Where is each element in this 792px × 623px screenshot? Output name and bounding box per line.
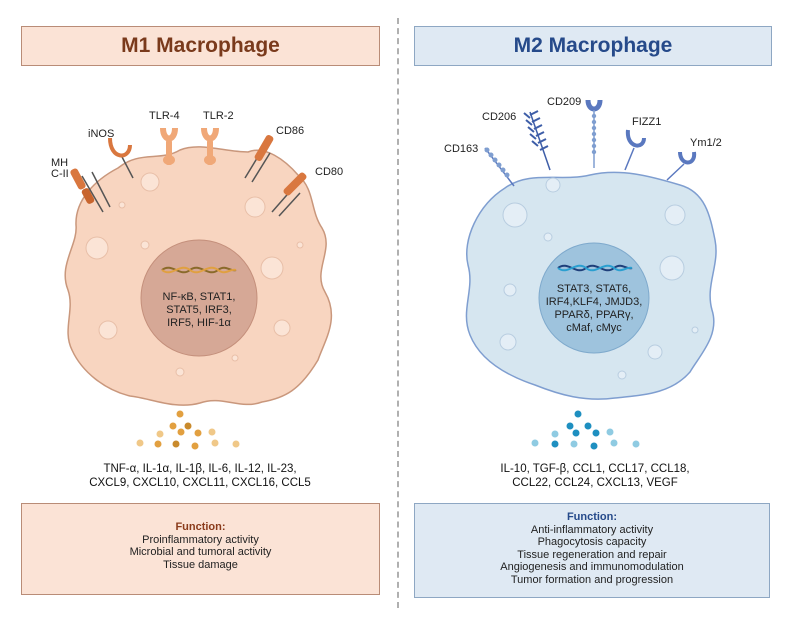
cd209-icon <box>585 99 603 168</box>
fizz1-icon <box>624 129 646 171</box>
m2-nucleus-factors: STAT3, STAT6, IRF4,KLF4, JMJD3, PPARδ, P… <box>539 283 649 335</box>
m1-title: M1 Macrophage <box>21 26 380 66</box>
m1-receptors <box>70 127 307 217</box>
m2-function-title: Function: <box>566 511 618 523</box>
m1-cell <box>64 146 333 406</box>
panel-divider <box>397 18 399 608</box>
cd163-icon <box>484 147 515 187</box>
mhc-ii-label-text: MHC-II <box>51 157 69 180</box>
mhc-ii-icon <box>70 168 111 213</box>
m2-receptors <box>484 99 697 187</box>
m1-function-title: Function: <box>175 521 226 533</box>
cd206-label: CD206 <box>482 111 517 123</box>
m1-cytokine-dots <box>136 410 240 450</box>
inos-label: iNOS <box>88 128 115 140</box>
m2-function-box: Function: Anti-inflammatory activity Pha… <box>414 503 770 598</box>
cd163-label: CD163 <box>444 143 479 155</box>
m1-nucleus-line: NF-κB, STAT1, <box>162 291 236 303</box>
m1-function-box: Function: Proinflammatory activity Micro… <box>21 503 380 595</box>
m2-nucleus-line: IRF4,KLF4, JMJD3, <box>545 296 643 308</box>
cd209-label: CD209 <box>547 96 582 108</box>
m2-cytokine-line: IL-10, TGF-β, CCL1, CCL17, CCL18, <box>500 463 690 475</box>
m1-cytokine-line: TNF-α, IL-1α, IL-1β, IL-6, IL-12, IL-23, <box>103 463 297 475</box>
cd206-icon <box>523 110 551 171</box>
ym1-2-label: Ym1/2 <box>690 137 722 149</box>
m2-function-item: Anti-inflammatory activity <box>530 523 654 536</box>
m2-function-item: Angiogenesis and immunomodulation <box>500 561 684 573</box>
m2-function-item: Phagocytosis capacity <box>537 536 647 548</box>
ym1-2-icon <box>666 151 697 181</box>
m2-title: M2 Macrophage <box>414 26 772 66</box>
m1-cytokine-line: CXCL9, CXCL10, CXCL11, CXCL16, CCL5 <box>89 477 311 489</box>
m2-cytokine-line: CCL22, CCL24, CXCL13, VEGF <box>512 477 678 489</box>
fizz1-label: FIZZ1 <box>632 116 662 128</box>
m2-function-item: Tissue regeneration and repair <box>517 548 667 561</box>
cd80-label: CD80 <box>315 166 344 178</box>
m2-cell <box>465 171 717 400</box>
m1-function-item: Proinflammatory activity <box>142 533 259 546</box>
tlr-2-icon <box>201 127 219 165</box>
cd86-icon <box>244 134 274 183</box>
tlr-4-icon <box>160 127 178 165</box>
m2-function-item: Tumor formation and progression <box>510 573 674 586</box>
m1-nucleus-factors: NF-κB, STAT1, STAT5, IRF3, IRF5, HIF-1α <box>144 291 254 330</box>
m1-function-item: Microbial and tumoral activity <box>129 546 272 558</box>
tlr-4-label: TLR-4 <box>149 110 180 122</box>
cd80-icon <box>271 172 307 217</box>
mhc-ii-label: MHC-II <box>51 158 71 180</box>
inos-icon <box>108 137 134 179</box>
m2-nucleus-line: cMaf, cMyc <box>566 322 622 334</box>
m2-dna-icon <box>557 264 633 272</box>
tlr-2-label: TLR-2 <box>203 110 234 122</box>
cd86-label: CD86 <box>276 125 305 137</box>
m2-nucleus-line: PPARδ, PPARγ, <box>554 309 634 321</box>
m1-cytokines: TNF-α, IL-1α, IL-1β, IL-6, IL-12, IL-23,… <box>40 462 360 490</box>
m1-nucleus-line: STAT5, IRF3, <box>166 304 232 316</box>
m2-nucleus-line: STAT3, STAT6, <box>556 283 632 295</box>
m1-dna-icon <box>161 266 237 274</box>
m2-cytokine-dots <box>531 410 640 450</box>
m1-function-item: Tissue damage <box>163 558 238 571</box>
m2-cytokines: IL-10, TGF-β, CCL1, CCL17, CCL18, CCL22,… <box>435 462 755 490</box>
m1-nucleus-line: IRF5, HIF-1α <box>167 317 231 329</box>
